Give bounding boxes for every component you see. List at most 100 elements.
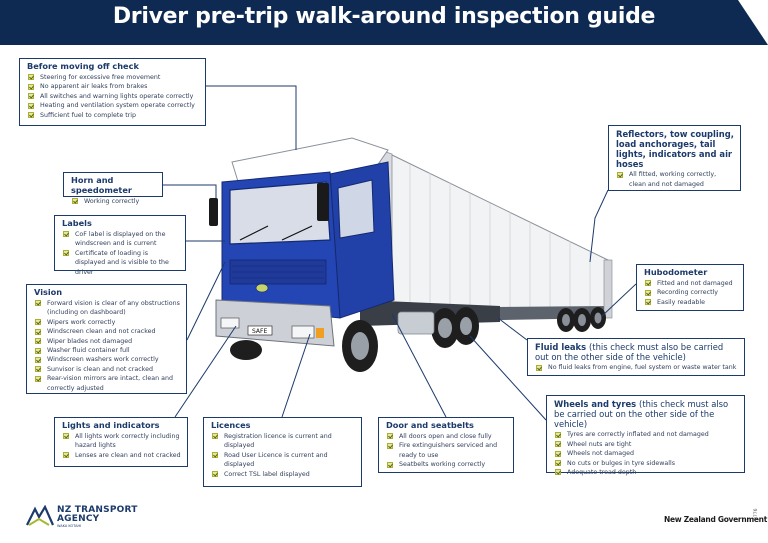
checkbox-icon [35, 319, 41, 326]
logo-text-line3: WAKA KOTAHI [57, 524, 82, 528]
front-wheel-right [342, 320, 378, 372]
checklist-item: No cuts or bulges in tyre sidewalls [554, 459, 738, 468]
checklist-item: Wipers work correctly [34, 318, 180, 327]
headlight-right [291, 325, 315, 339]
checkbox-icon [555, 441, 561, 448]
checklist-item: No apparent air leaks from brakes [27, 82, 199, 91]
document-code: 0776 [754, 508, 759, 520]
cab-front [221, 171, 341, 319]
windscreen [229, 181, 331, 245]
hubodometer-box: Hubodometer Fitted and not damaged Recor… [636, 264, 744, 311]
chassis [360, 300, 500, 326]
checklist: All lights work correctly including haza… [62, 432, 181, 460]
checklist-item: Road User Licence is current and display… [211, 451, 355, 470]
checkbox-icon [617, 171, 623, 178]
checklist-item: Wiper blades not damaged [34, 337, 180, 346]
checklist-item: Easily readable [644, 298, 737, 307]
checklist-item: Adequate tread depth [554, 468, 738, 477]
mirror-left [209, 198, 218, 226]
checklist-item: Rear-vision mirrors are intact, clean an… [34, 374, 180, 393]
bumper [215, 299, 335, 347]
checkbox-icon [28, 74, 34, 81]
nzta-logo-icon [26, 505, 55, 526]
checkbox-icon [555, 450, 561, 457]
checklist-item: Registration licence is current and disp… [211, 432, 355, 451]
fuel-tank [397, 311, 435, 335]
checklist: No fluid leaks from engine, fuel system … [535, 363, 738, 372]
grille [229, 259, 327, 285]
checkbox-icon [28, 102, 34, 109]
wiper [281, 225, 313, 241]
checkbox-icon [555, 469, 561, 476]
mirror-right [317, 183, 329, 221]
trailer-wheels [557, 307, 606, 332]
checkbox-icon [212, 433, 218, 440]
checkbox-icon [35, 375, 41, 382]
section-title: Wheels and tyres (this check must also b… [554, 399, 738, 429]
checklist-item: No fluid leaks from engine, fuel system … [535, 363, 738, 372]
fluid-leaks-box: Fluid leaks (this check must also be car… [527, 338, 745, 376]
checklist-item: All switches and warning lights operate … [27, 92, 199, 101]
checkbox-icon [555, 431, 561, 438]
headlight-left [220, 317, 240, 329]
checkbox-icon [212, 471, 218, 478]
checkbox-icon [35, 366, 41, 373]
checklist-item: Fitted and not damaged [644, 279, 737, 288]
badge [255, 283, 269, 293]
checklist-item: Correct TSL label displayed [211, 470, 355, 479]
section-note: (this check must also be carried out on … [554, 399, 729, 430]
trailer-front [379, 149, 393, 313]
checklist-item: Heating and ventilation system operate c… [27, 101, 199, 110]
checklist-item: All fitted, working correctly, clean and… [616, 170, 734, 189]
section-title: Door and seatbelts [386, 420, 474, 430]
checklist-item: Working correctly [71, 197, 156, 206]
checkbox-icon [63, 231, 69, 238]
checkbox-icon [35, 356, 41, 363]
page-title: Driver pre-trip walk-around inspection g… [112, 4, 656, 29]
checklist-item: CoF label is displayed on the windscreen… [62, 230, 179, 249]
checklist-item: Recording correctly [644, 288, 737, 297]
checklist-item: Fire extinguishers serviced and ready to… [386, 441, 507, 460]
door-window [337, 179, 375, 239]
trailer-underside [390, 306, 610, 322]
section-title: Fluid leaks (this check must also be car… [535, 342, 738, 362]
roof-fairing [231, 137, 389, 189]
trailer-body [389, 153, 611, 311]
checklist: Registration licence is current and disp… [211, 432, 355, 479]
checkbox-icon [35, 300, 41, 307]
section-title: Horn and speedometer [71, 175, 132, 195]
checklist-item: Certificate of loading is displayed and … [62, 249, 179, 277]
checkbox-icon [35, 328, 41, 335]
checklist-item: Sunvisor is clean and not cracked [34, 365, 180, 374]
reflectors-box: Reflectors, tow coupling, load anchorage… [608, 125, 741, 191]
header-corner-cut [738, 0, 768, 45]
indicator-light [316, 328, 324, 338]
checklist-item: All lights work correctly including haza… [62, 432, 181, 451]
checklist: Forward vision is clear of any obstructi… [34, 299, 180, 393]
checklist-item: Windscreen clean and not cracked [34, 327, 180, 336]
vision-box: Vision Forward vision is clear of any ob… [26, 284, 187, 394]
nzta-logo: NZ TRANSPORT AGENCY WAKA KOTAHI [25, 505, 137, 531]
checkbox-icon [28, 112, 34, 119]
lights-indicators-box: Lights and indicators All lights work co… [54, 417, 188, 467]
checklist: CoF label is displayed on the windscreen… [62, 230, 179, 277]
checklist-item: Washer fluid container full [34, 346, 180, 355]
checklist: Fitted and not damaged Recording correct… [644, 279, 737, 307]
checkbox-icon [212, 452, 218, 459]
section-title: Licences [211, 420, 251, 430]
checkbox-icon [387, 461, 393, 468]
checkbox-icon [63, 250, 69, 257]
horn-speedometer-box: Horn and speedometer Working correctly [63, 172, 163, 205]
checkbox-icon [63, 452, 69, 459]
nz-government-wordmark: New Zealand Government [664, 515, 767, 524]
section-title: Before moving off check [27, 61, 139, 71]
number-plate [247, 325, 273, 336]
section-title: Reflectors, tow coupling, load anchorage… [616, 129, 734, 170]
checklist-item: Steering for excessive free movement [27, 73, 199, 82]
section-note: (this check must also be carried out on … [535, 342, 724, 363]
checkbox-icon [555, 460, 561, 467]
section-title-text: Wheels and tyres [554, 399, 637, 409]
checkbox-icon [645, 299, 651, 306]
trailer-rear [603, 259, 613, 319]
checklist-item: Seatbelts working correctly [386, 460, 507, 469]
